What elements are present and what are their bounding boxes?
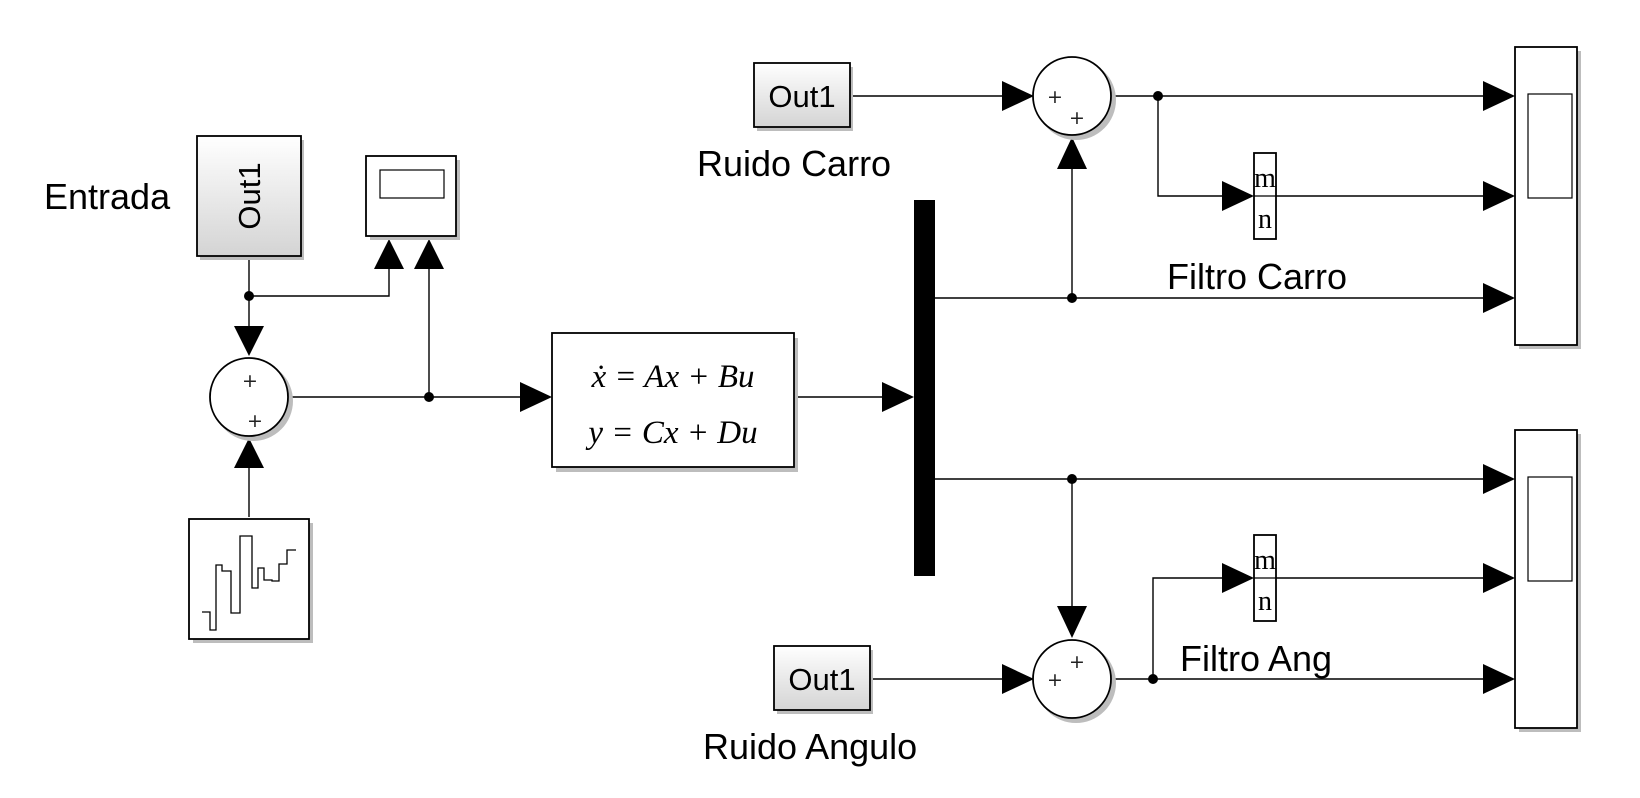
ruido-angulo-out-label: Out1	[788, 662, 855, 697]
ruido-carro-label: Ruido Carro	[697, 143, 891, 184]
entrada-out-label: Out1	[232, 162, 267, 229]
filtro-carro-block[interactable]: m n	[1253, 152, 1277, 240]
sum-plus-sign: +	[1069, 107, 1085, 129]
filter-numerator: m	[1254, 163, 1276, 194]
filter-denominator: n	[1258, 586, 1272, 617]
sum-block-input[interactable]: + +	[209, 357, 293, 441]
scope-screen-icon	[1527, 476, 1573, 582]
scope-angulo-block[interactable]	[1514, 429, 1581, 732]
entrada-out-block[interactable]: Out1	[196, 135, 304, 260]
scope-carro-block[interactable]	[1514, 46, 1581, 349]
filtro-ang-block[interactable]: m n	[1253, 534, 1277, 622]
output-equation: y = Cx + Du	[585, 415, 757, 451]
scope-screen-icon	[1527, 93, 1573, 199]
sum-plus-sign: +	[247, 410, 263, 432]
sum-block-angulo[interactable]: + +	[1032, 639, 1116, 723]
filtro-ang-label: Filtro Ang	[1180, 638, 1332, 679]
branch-points	[244, 91, 1163, 684]
arrowheads	[234, 81, 1515, 694]
ruido-angulo-label: Ruido Angulo	[703, 726, 917, 767]
sum-plus-sign: +	[1069, 651, 1085, 673]
filter-numerator: m	[1254, 545, 1276, 576]
state-equation: ẋ = Ax + Bu	[590, 359, 754, 395]
input-scope-block[interactable]	[365, 155, 460, 240]
random-signal-block[interactable]	[188, 518, 313, 643]
sum-plus-sign: +	[1047, 86, 1063, 108]
state-space-block[interactable]: ẋ = Ax + Bu y = Cx + Du	[551, 332, 798, 472]
filter-denominator: n	[1258, 204, 1272, 235]
filtro-carro-label: Filtro Carro	[1167, 256, 1347, 297]
scope-screen-icon	[379, 169, 445, 199]
ruido-carro-out-label: Out1	[768, 79, 835, 114]
ruido-angulo-out-block[interactable]: Out1	[773, 645, 873, 714]
ruido-carro-out-block[interactable]: Out1	[753, 62, 853, 131]
entrada-label: Entrada	[44, 176, 171, 217]
signal-lines	[248, 95, 1483, 680]
random-signal-icon	[202, 535, 296, 631]
sum-plus-sign: +	[1047, 669, 1063, 691]
sum-plus-sign: +	[242, 370, 258, 392]
demux-block[interactable]	[914, 200, 935, 576]
sum-block-carro[interactable]: + +	[1032, 56, 1116, 140]
